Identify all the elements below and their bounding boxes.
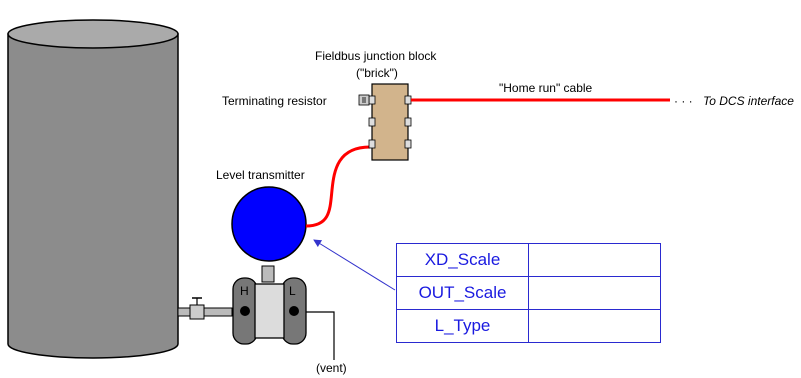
parameter-name: XD_Scale bbox=[396, 243, 529, 277]
low-port-label: L bbox=[289, 284, 296, 298]
table-row: OUT_Scale bbox=[396, 276, 661, 310]
terminating-resistor-label: Terminating resistor bbox=[222, 94, 327, 108]
junction-block bbox=[368, 83, 412, 161]
storage-tank bbox=[7, 19, 179, 359]
continuation-dots: · · · bbox=[674, 94, 693, 108]
dcs-interface-label: To DCS interface bbox=[703, 94, 794, 108]
junction-block-subtitle: ("brick") bbox=[356, 66, 398, 80]
transmitter-electronics bbox=[231, 186, 307, 262]
parameter-pointer-arrow bbox=[313, 239, 396, 291]
high-port-label: H bbox=[240, 284, 249, 298]
isolation-valve bbox=[177, 297, 233, 320]
table-row: L_Type bbox=[396, 309, 661, 343]
parameter-name: L_Type bbox=[396, 309, 529, 343]
level-transmitter-label: Level transmitter bbox=[216, 168, 305, 182]
parameter-value[interactable] bbox=[528, 276, 661, 310]
junction-block-title: Fieldbus junction block bbox=[315, 49, 437, 63]
parameter-name: OUT_Scale bbox=[396, 276, 529, 310]
vent-line bbox=[306, 311, 335, 360]
parameter-value[interactable] bbox=[528, 243, 661, 277]
table-row: XD_Scale bbox=[396, 243, 661, 277]
parameter-table: XD_Scale OUT_Scale L_Type bbox=[396, 243, 661, 343]
transmitter-body: H L bbox=[232, 265, 307, 345]
home-run-label: "Home run" cable bbox=[499, 81, 593, 95]
parameter-value[interactable] bbox=[528, 309, 661, 343]
spur-cable bbox=[305, 145, 371, 228]
vent-label: (vent) bbox=[316, 361, 347, 375]
terminating-resistor bbox=[358, 94, 370, 106]
